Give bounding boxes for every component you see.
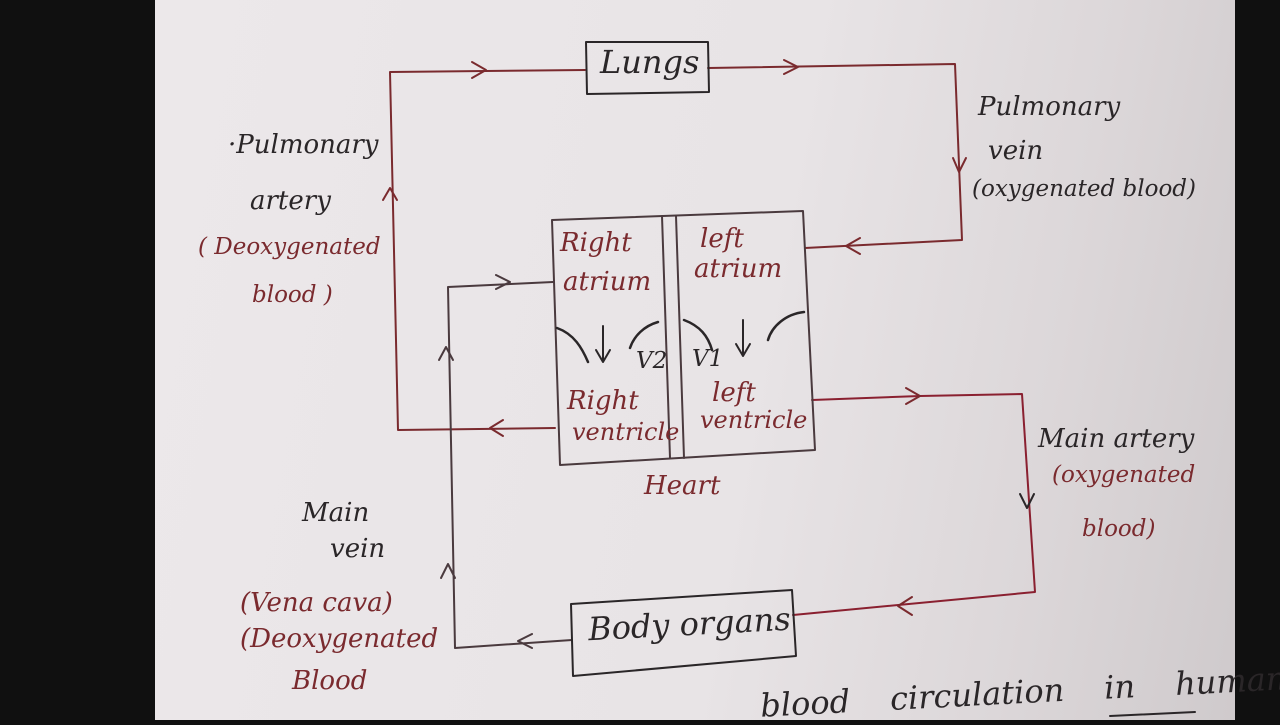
left-atrium-label-1: left [700, 224, 744, 254]
valve-flap-l2 [766, 310, 806, 342]
pulmonary-vein-label-1: Pulmonary [978, 92, 1121, 122]
arrow-right-atrium-to-ventricle [595, 325, 611, 363]
main-artery-label-3: blood) [1082, 516, 1156, 542]
pulmonary-artery-label-4: blood ) [252, 282, 333, 308]
pulmonary-artery-label-3: ( Deoxygenated [198, 234, 381, 260]
paper-sheet [155, 0, 1235, 720]
main-vein-label-3: (Vena cava) [240, 588, 393, 618]
main-vein-label-2: vein [330, 534, 386, 564]
heart-label: Heart [644, 471, 721, 501]
right-ventricle-label-2: ventricle [572, 418, 680, 446]
pulmonary-vein-line [707, 63, 963, 249]
chevron-pulmonary-vein-down [952, 157, 967, 173]
valve-flap-r2 [628, 320, 660, 350]
pulmonary-vein-label-2: vein [988, 136, 1044, 166]
chevron-main-vein-up-high [438, 346, 454, 361]
right-atrium-label-2: atrium [563, 267, 652, 297]
pulmonary-artery-line [389, 69, 586, 431]
left-atrium-label-2: atrium [694, 254, 783, 284]
caption-underline [1109, 711, 1196, 717]
body-organs-label: Body organs [587, 599, 792, 649]
body-organs-box [570, 589, 797, 677]
heart-outline [551, 210, 816, 466]
valve-v1-label: V1 [692, 346, 724, 372]
pulmonary-vein-label-3: (oxygenated blood) [972, 176, 1197, 202]
chevron-main-artery-down [1019, 493, 1035, 509]
main-artery-label-2: (oxygenated [1052, 462, 1196, 488]
chevron-pulmonary-vein-left [845, 237, 861, 255]
main-vein-line [447, 281, 573, 649]
chevron-right-ventricle-left [489, 419, 504, 437]
main-artery-line [792, 393, 1036, 616]
chevron-main-vein-right [495, 274, 511, 290]
left-ventricle-label-2: ventricle [700, 406, 808, 434]
left-ventricle-label-1: left [712, 378, 756, 408]
main-vein-label-5: Blood [292, 666, 368, 696]
pulmonary-artery-label-2: artery [250, 186, 331, 216]
valve-flap-r1 [555, 326, 590, 364]
main-vein-label-1: Main [302, 498, 370, 528]
heart-septum-left [661, 215, 671, 459]
valve-v2-label: V2 [636, 348, 668, 374]
chevron-main-vein-up-low [440, 563, 456, 579]
pulmonary-artery-label-1: ·Pulmonary [228, 130, 379, 160]
lungs-box [585, 41, 710, 95]
chevron-main-vein-left [517, 633, 533, 649]
chevron-pulmonary-artery-top [471, 61, 487, 79]
chevron-main-artery-right [905, 387, 921, 405]
chevron-pulmonary-vein-top [783, 59, 799, 75]
heart-septum-right [675, 215, 685, 459]
arrow-left-atrium-to-ventricle [735, 319, 751, 357]
right-ventricle-label-1: Right [567, 386, 639, 416]
main-artery-label-1: Main artery [1038, 424, 1195, 454]
lungs-label: Lungs [600, 43, 700, 81]
valve-flap-l1 [682, 318, 714, 352]
main-vein-label-4: (Deoxygenated [240, 624, 439, 654]
right-atrium-label-1: Right [560, 228, 632, 258]
chevron-pulmonary-artery-up [382, 187, 398, 201]
chevron-main-artery-left [897, 596, 913, 616]
